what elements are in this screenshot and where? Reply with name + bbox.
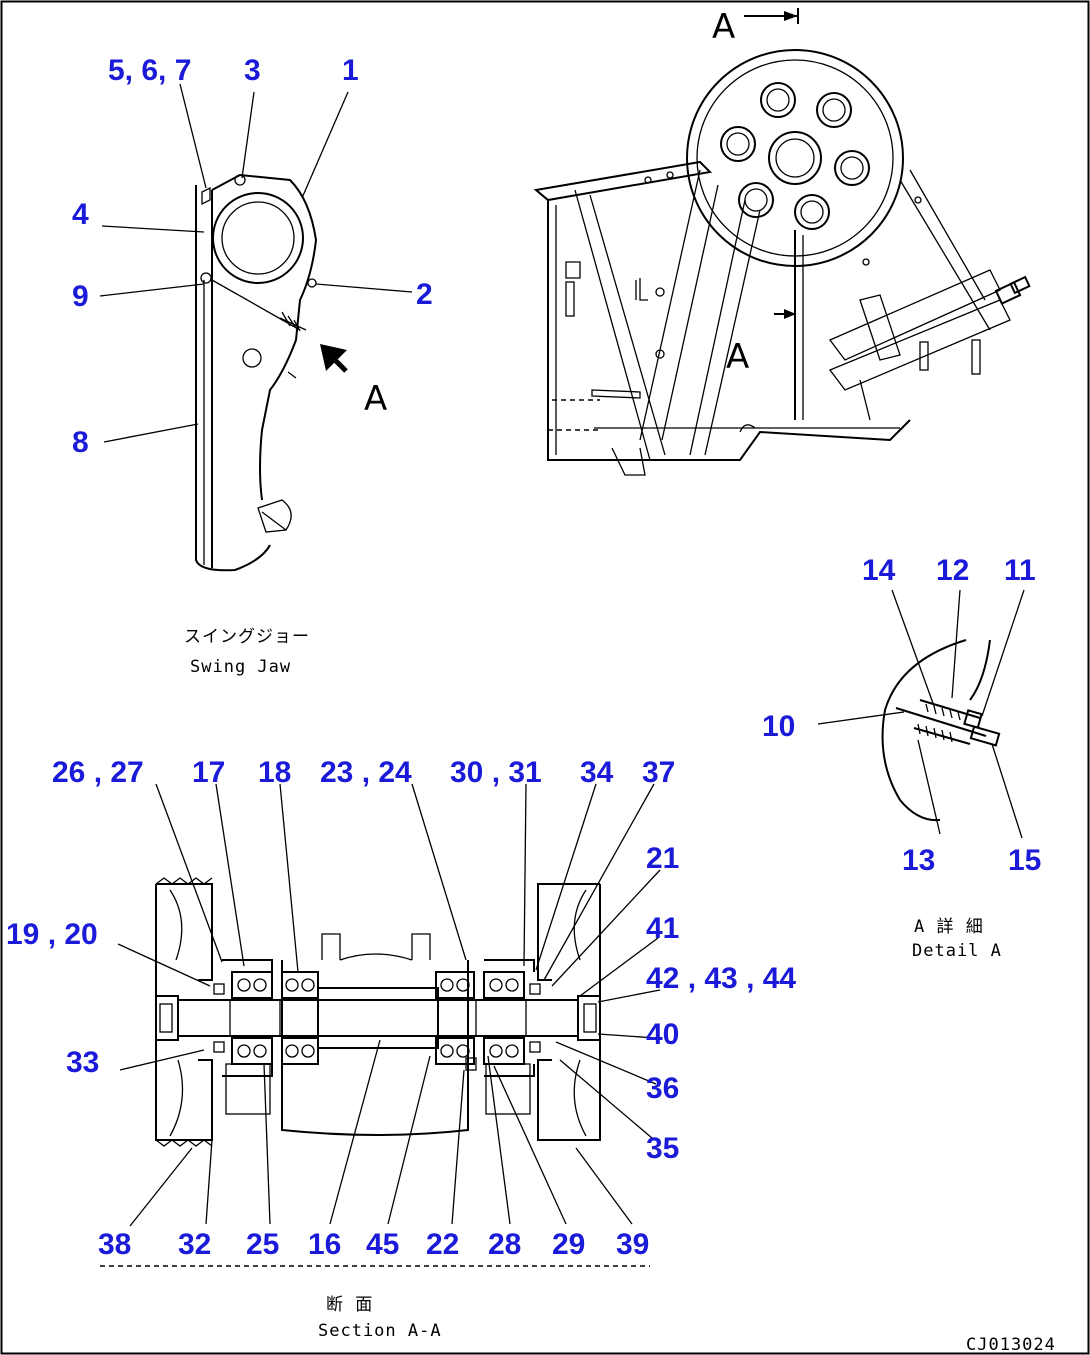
callout-21: 21 [646, 842, 679, 875]
callout-12: 12 [936, 554, 969, 587]
callout-37: 37 [642, 756, 675, 789]
swing-jaw-caption-en: Swing Jaw [190, 657, 291, 677]
callout-18: 18 [258, 756, 291, 789]
crusher-frame [533, 160, 1031, 476]
section-a-a-view: 26 , 27 17 18 23 , 24 30 , 31 34 37 21 1… [6, 756, 796, 1341]
callout-9: 9 [72, 280, 89, 313]
callout-35: 35 [646, 1132, 679, 1165]
callout-13: 13 [902, 844, 935, 877]
callout-11: 11 [1004, 554, 1036, 587]
callout-26-27: 26 , 27 [52, 756, 144, 789]
section-marker-top: A [712, 7, 735, 47]
callout-39: 39 [616, 1228, 649, 1261]
section-arrow-top [744, 8, 799, 24]
shaft-assembly-drawing [155, 877, 601, 1147]
detail-a-caption-jp: A 詳 細 [914, 917, 984, 937]
callout-29: 29 [552, 1228, 585, 1261]
crusher-assembly-view: A [533, 7, 1031, 476]
view-a-label: A [364, 379, 387, 419]
callout-33: 33 [66, 1046, 99, 1079]
detail-a-view: 10 14 12 11 13 15 A 詳 細 Detail A [762, 554, 1041, 961]
callout-34: 34 [580, 756, 614, 789]
callout-36: 36 [646, 1072, 679, 1105]
view-a-arrow [320, 344, 348, 373]
section-marker-lower: A [726, 337, 749, 377]
callout-41: 41 [646, 912, 679, 945]
callout-4: 4 [72, 198, 89, 231]
detail-a-caption-en: Detail A [912, 941, 1002, 961]
callout-15: 15 [1008, 844, 1041, 877]
callout-38: 38 [98, 1228, 131, 1261]
callout-30-31: 30 , 31 [450, 756, 542, 789]
callout-14: 14 [862, 554, 896, 587]
callout-28: 28 [488, 1228, 521, 1261]
section-a-a-caption-en: Section A-A [318, 1321, 442, 1341]
swing-jaw-view: A 1 3 5, 6, 7 4 9 2 8 スイングジョー Swing Jaw [72, 54, 433, 677]
callout-25: 25 [246, 1228, 279, 1261]
swing-jaw-drawing [195, 173, 318, 572]
callout-5-6-7: 5, 6, 7 [108, 54, 191, 87]
callout-8: 8 [72, 426, 89, 459]
callout-10: 10 [762, 710, 795, 743]
callout-2: 2 [416, 278, 433, 311]
detail-a-leaders [817, 589, 1025, 839]
callout-1: 1 [342, 54, 359, 87]
swing-jaw-caption-jp: スイングジョー [184, 627, 310, 647]
callout-16: 16 [308, 1228, 341, 1261]
drawing-id: CJ013024 [966, 1335, 1056, 1355]
detail-a-drawing [881, 639, 1001, 822]
callout-22: 22 [426, 1228, 459, 1261]
swing-jaw-leaders [99, 83, 413, 443]
callout-17: 17 [192, 756, 225, 789]
section-a-a-leaders [117, 783, 661, 1227]
callout-40: 40 [646, 1018, 679, 1051]
callout-19-20: 19 , 20 [6, 918, 98, 951]
callout-42-43-44: 42 , 43 , 44 [646, 962, 796, 995]
callout-3: 3 [244, 54, 261, 87]
callout-45: 45 [366, 1228, 399, 1261]
callout-23-24: 23 , 24 [320, 756, 412, 789]
callout-32: 32 [178, 1228, 211, 1261]
section-a-a-caption-jp: 断 面 [326, 1295, 373, 1315]
